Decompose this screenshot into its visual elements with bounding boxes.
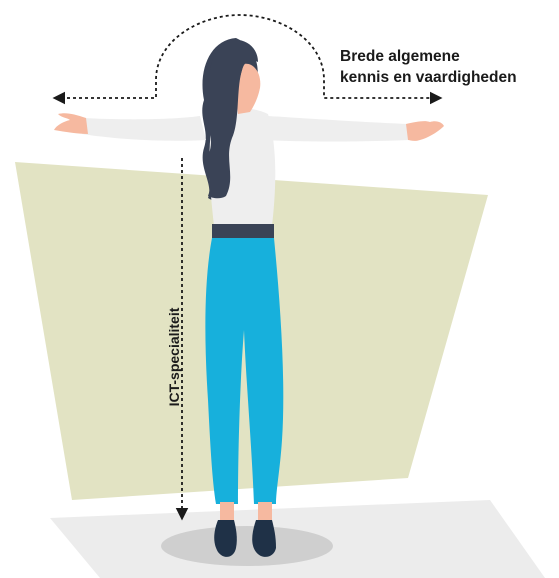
floor-shadow <box>161 526 333 566</box>
left-hand <box>54 113 88 134</box>
breadth-label: Brede algemene kennis en vaardigheden <box>340 46 555 88</box>
depth-label: ICT-specialiteit <box>166 308 182 407</box>
breadth-label-line1: Brede algemene <box>340 46 555 67</box>
right-arm <box>262 116 410 142</box>
right-shoe <box>252 520 276 557</box>
breadth-label-line2: kennis en vaardigheden <box>340 67 555 88</box>
left-arm <box>82 116 206 141</box>
belt <box>212 224 274 238</box>
right-hand <box>406 121 444 141</box>
